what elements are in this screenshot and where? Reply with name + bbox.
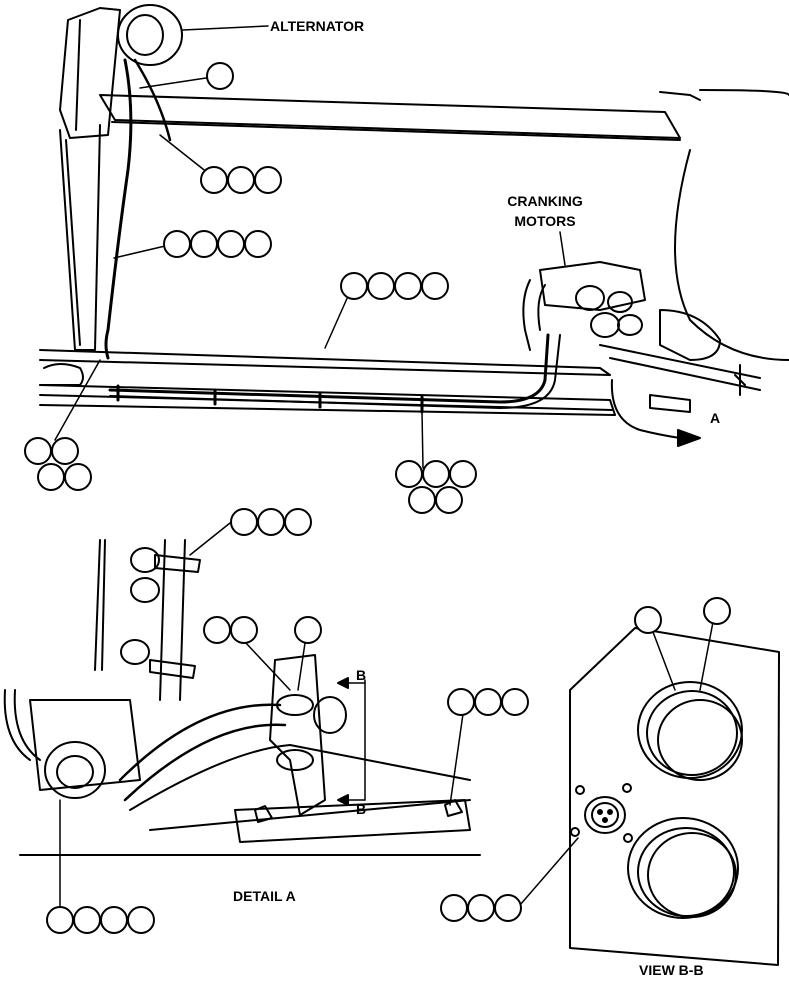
callout-circle[interactable] [467,894,495,922]
callout-circle[interactable] [127,906,155,934]
callout-circle[interactable] [395,460,423,488]
detail-a-artwork [3,539,481,856]
callout-circle[interactable] [367,272,395,300]
leader-lines-detail-a [59,522,464,913]
callout-circle[interactable] [703,597,731,625]
view-a-marker: A [710,410,721,426]
callout-circle[interactable] [190,230,218,258]
callout-circle[interactable] [257,508,285,536]
callout-circle[interactable] [46,906,74,934]
callout-circle[interactable] [474,688,502,716]
callout-circle[interactable] [408,486,436,514]
callout-circle[interactable] [634,606,662,634]
callout-circle[interactable] [200,166,228,194]
cranking-motors-label-line2: MOTORS [514,213,576,229]
callout-circle[interactable] [435,486,463,514]
callout-circle[interactable] [394,272,422,300]
callout-circle[interactable] [37,463,65,491]
callout-circle[interactable] [64,463,92,491]
section-b-marker-top: B [356,667,367,683]
callout-circle[interactable] [449,460,477,488]
callout-circle[interactable] [494,894,522,922]
callout-circle[interactable] [100,906,128,934]
callout-circle[interactable] [501,688,529,716]
callout-circle[interactable] [447,688,475,716]
callout-circle[interactable] [24,437,52,465]
view-bb-title: VIEW B-B [639,962,704,978]
callout-circle[interactable] [254,166,282,194]
callout-circle[interactable] [230,616,258,644]
section-b-marker-bottom: B [356,801,367,817]
callout-circle[interactable] [227,166,255,194]
callout-circle[interactable] [440,894,468,922]
callout-circle[interactable] [340,272,368,300]
callout-circle[interactable] [422,460,450,488]
callout-circle[interactable] [206,62,234,90]
callout-circle[interactable] [73,906,101,934]
detail-a-title: DETAIL A [233,888,296,904]
callout-circle[interactable] [294,616,322,644]
callout-circle[interactable] [51,437,79,465]
callout-circle[interactable] [217,230,245,258]
alternator-label: ALTERNATOR [270,18,365,34]
callout-circle[interactable] [230,508,258,536]
callout-circle[interactable] [421,272,449,300]
callout-circle[interactable] [284,508,312,536]
callout-circle[interactable] [203,616,231,644]
cranking-motors-label-line1: CRANKING [507,193,583,209]
leader-lines-view-bb [519,621,714,906]
callout-circle[interactable] [163,230,191,258]
view-bb-artwork [569,627,780,966]
callout-circle[interactable] [244,230,272,258]
frame-overview [39,4,789,447]
